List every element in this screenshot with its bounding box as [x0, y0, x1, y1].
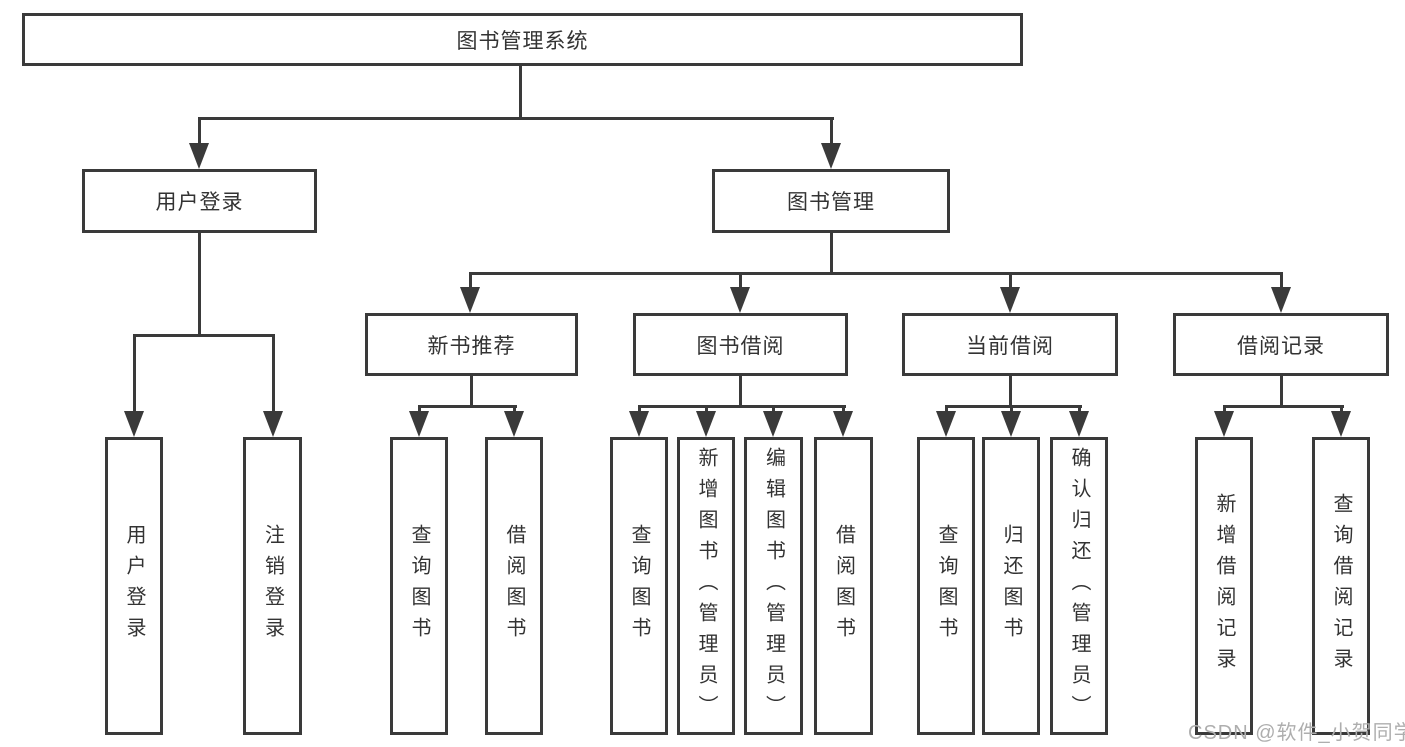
arrowhead-down-icon: [409, 411, 429, 437]
arrowhead-down-icon: [1331, 411, 1351, 437]
node-label: 图书借阅: [696, 334, 785, 358]
connector-line: [739, 374, 742, 408]
node-book-borrowing: 图书借阅: [633, 313, 848, 376]
arrowhead-down-icon: [1214, 411, 1234, 437]
arrowhead-down-icon: [1069, 411, 1089, 437]
connector-line: [133, 334, 275, 337]
connector-line: [198, 117, 834, 120]
connector-line: [1009, 374, 1012, 408]
connector-line: [830, 117, 833, 149]
leaf-label: 新增借阅记录: [1213, 493, 1235, 679]
node-label: 新书推荐: [427, 334, 516, 358]
node-label: 用户登录: [155, 191, 244, 214]
leaf-label: 归还图书: [1000, 524, 1022, 648]
arrowhead-down-icon: [936, 411, 956, 437]
node-user-login: 用户登录: [82, 169, 317, 233]
node-library-management-system: 图书管理系统: [22, 13, 1023, 66]
connector-line: [1280, 374, 1283, 408]
connector-line: [519, 64, 522, 120]
node-current-borrowing: 当前借阅: [902, 313, 1118, 376]
leaf-add-borrow-record: 新增借阅记录: [1195, 437, 1253, 735]
connector-line: [470, 374, 473, 408]
leaf-label: 借阅图书: [832, 524, 855, 648]
leaf-logout: 注销登录: [243, 437, 302, 735]
leaf-user-login: 用户登录: [105, 437, 163, 735]
connector-line: [1223, 405, 1344, 408]
node-label: 图书管理: [787, 191, 875, 214]
connector-line: [198, 117, 201, 149]
connector-line: [739, 272, 742, 292]
connector-line: [830, 231, 833, 275]
leaf-label: 查询图书: [628, 524, 650, 648]
leaf-label: 借阅图书: [503, 524, 525, 648]
node-label: 图书管理系统: [456, 29, 589, 53]
connector-line: [198, 231, 201, 337]
node-borrowing-records: 借阅记录: [1173, 313, 1389, 376]
arrowhead-down-icon: [1000, 287, 1020, 313]
arrowhead-down-icon: [504, 411, 524, 437]
connector-line: [1009, 272, 1012, 292]
arrowhead-down-icon: [460, 287, 480, 313]
leaf-edit-books-admin: 编辑图书（管理员）: [744, 437, 803, 735]
arrowhead-down-icon: [696, 411, 716, 437]
leaf-label: 新增图书（管理员）: [695, 446, 717, 726]
connector-line: [638, 405, 846, 408]
leaf-label: 查询借阅记录: [1330, 493, 1352, 679]
leaf-label: 查询图书: [408, 524, 430, 648]
arrowhead-down-icon: [124, 411, 144, 437]
arrowhead-down-icon: [821, 143, 841, 169]
leaf-add-books-admin: 新增图书（管理员）: [677, 437, 735, 735]
leaf-query-books-recommend: 查询图书: [390, 437, 448, 735]
leaf-borrow-books: 借阅图书: [814, 437, 873, 735]
connector-line: [469, 272, 1283, 275]
connector-line: [945, 405, 1082, 408]
node-new-book-recommend: 新书推荐: [365, 313, 578, 376]
connector-line: [418, 405, 517, 408]
arrowhead-down-icon: [629, 411, 649, 437]
arrowhead-down-icon: [730, 287, 750, 313]
arrowhead-down-icon: [1271, 287, 1291, 313]
leaf-confirm-return-admin: 确认归还（管理员）: [1050, 437, 1108, 735]
connector-line: [1280, 272, 1283, 292]
leaf-query-books-current: 查询图书: [917, 437, 975, 735]
leaf-query-books-borrowing: 查询图书: [610, 437, 668, 735]
leaf-query-borrow-record: 查询借阅记录: [1312, 437, 1370, 735]
connector-line: [133, 334, 136, 417]
arrowhead-down-icon: [763, 411, 783, 437]
leaf-label: 注销登录: [261, 524, 284, 648]
connector-line: [272, 334, 275, 417]
leaf-label: 用户登录: [123, 524, 145, 648]
node-label: 当前借阅: [966, 334, 1054, 358]
arrowhead-down-icon: [189, 143, 209, 169]
node-label: 借阅记录: [1237, 334, 1325, 358]
leaf-borrow-books-recommend: 借阅图书: [485, 437, 543, 735]
node-book-management: 图书管理: [712, 169, 950, 233]
leaf-label: 编辑图书（管理员）: [762, 446, 785, 726]
arrowhead-down-icon: [833, 411, 853, 437]
leaf-return-books: 归还图书: [982, 437, 1040, 735]
arrowhead-down-icon: [1001, 411, 1021, 437]
csdn-watermark: CSDN @软件_小贺同学: [1188, 722, 1405, 744]
leaf-label: 查询图书: [935, 524, 957, 648]
leaf-label: 确认归还（管理员）: [1068, 446, 1090, 726]
connector-line: [469, 272, 472, 292]
arrowhead-down-icon: [263, 411, 283, 437]
